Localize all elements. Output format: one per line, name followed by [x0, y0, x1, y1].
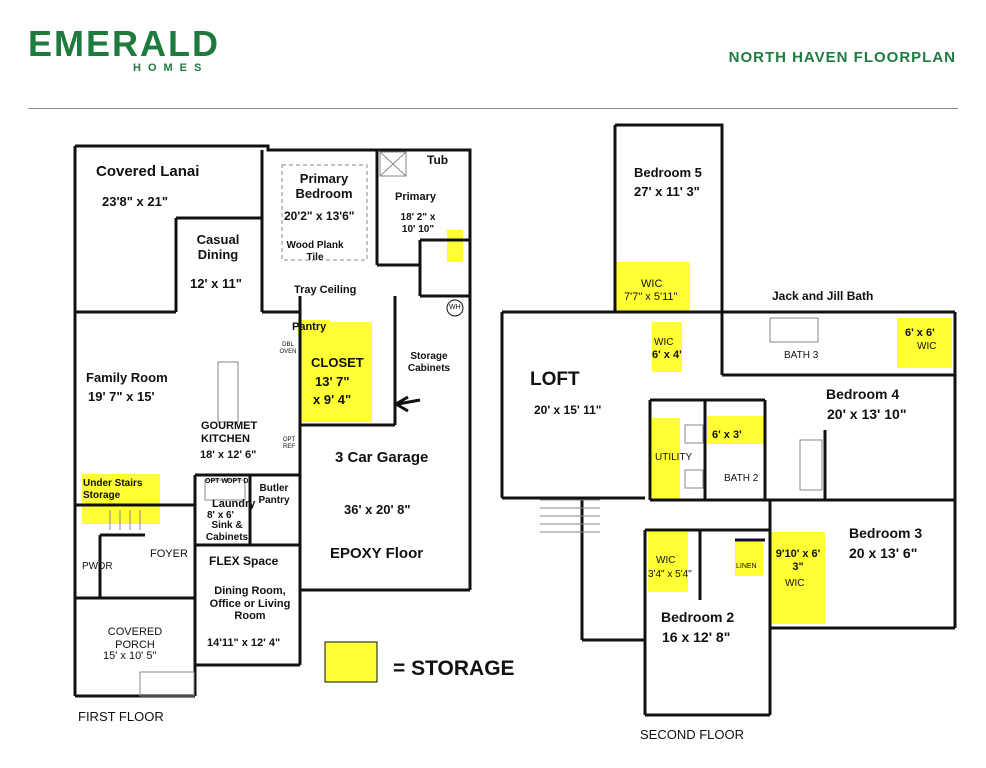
second-floor-caption: SECOND FLOOR	[640, 727, 745, 742]
bedroom3-label: Bedroom 3	[849, 525, 923, 541]
flex-desc: Dining Room, Office or Living Room	[209, 585, 291, 623]
header-divider	[28, 108, 958, 109]
bedroom3-dim: 20 x 13' 6"	[849, 545, 918, 561]
kitchen-label: GOURMET KITCHEN	[201, 420, 258, 445]
first-floor-caption: FIRST FLOOR	[78, 709, 164, 724]
first-floor-walls	[73, 144, 472, 698]
casual-dining-label: Casual Dining	[196, 232, 240, 262]
casual-dining-dim: 12' x 11"	[190, 276, 242, 291]
primary-bath-label: Primary	[395, 191, 436, 203]
primary-bedroom-dim: 20'2" x 13'6"	[284, 209, 355, 223]
epoxy-label: EPOXY Floor	[330, 545, 424, 562]
sink-cabinets-label: Sink & Cabinets	[205, 520, 249, 543]
wic-a-dim: 6' x 6'	[905, 327, 935, 339]
first-floor-details	[109, 151, 407, 697]
legend-swatch	[324, 641, 378, 683]
primary-bath-dim: 18' 2" x 10' 10"	[400, 212, 436, 235]
wic3-label: WIC	[785, 578, 805, 589]
storage-primary-closet	[447, 230, 463, 262]
second-floor-walls	[500, 123, 957, 717]
wic-a-label: WIC	[917, 341, 937, 352]
wic5-label: WIC	[641, 278, 663, 290]
dbl-oven-label: DBL OVEN	[279, 342, 297, 355]
wic-b-label: WIC	[654, 337, 674, 348]
pantry-label: Pantry	[292, 321, 327, 333]
second-floor-details	[540, 317, 823, 533]
storage-linen	[735, 542, 763, 576]
water-heater	[446, 299, 464, 317]
garage-dim: 36' x 20' 8"	[344, 502, 411, 517]
plan-title: NORTH HAVEN FLOORPLAN	[728, 49, 956, 66]
closet-dim-1: 13' 7"	[315, 374, 350, 389]
wic2-label: WIC	[656, 555, 676, 566]
storage-linen-2	[707, 416, 765, 444]
closet-label: CLOSET	[311, 355, 364, 370]
storage-pantry	[298, 320, 330, 336]
storage-wic-b	[652, 322, 682, 372]
garage-label: 3 Car Garage	[335, 449, 429, 466]
bath3-label: BATH 3	[784, 350, 819, 361]
wic5-dim: 7'7" x 5'11"	[624, 291, 678, 303]
wic-b-dim: 6' x 4'	[652, 349, 682, 361]
porch-dim: 15' x 10' 5"	[103, 650, 157, 662]
linen-label: LINEN	[736, 563, 757, 570]
bedroom2-label: Bedroom 2	[661, 609, 735, 625]
opt-d-label: OPT D	[227, 478, 249, 485]
storage-under-stairs	[82, 474, 160, 524]
bedroom2-dim: 16 x 12' 8"	[662, 629, 731, 645]
lanai-dim: 23'8" x 21"	[102, 194, 169, 209]
garage-arrow	[397, 398, 421, 406]
under-stairs-label: Under Stairs Storage	[83, 478, 143, 501]
bedroom5-label: Bedroom 5	[634, 165, 702, 180]
storage-wic2	[648, 532, 688, 592]
storage-wic-a	[897, 318, 952, 368]
pwdr-label: PWDR	[82, 561, 113, 572]
jack-jill-label: Jack and Jill Bath	[772, 289, 874, 303]
opt-ref-label: OPT REF	[282, 437, 296, 450]
wic3-dim: 9'10' x 6' 3"	[775, 548, 821, 573]
bedroom4-label: Bedroom 4	[826, 386, 900, 402]
bedroom4-dim: 20' x 13' 10"	[827, 406, 907, 422]
storage-wic5	[615, 262, 690, 312]
family-room-dim: 19' 7" x 15'	[88, 389, 155, 404]
storage-wic3	[770, 532, 825, 624]
kitchen-dim: 18' x 12' 6"	[200, 449, 257, 461]
tub-label: Tub	[427, 153, 449, 167]
opt-w-label: OPT W	[205, 478, 228, 485]
loft-dim: 20' x 15' 11"	[534, 403, 602, 417]
brand-name: EMERALD	[28, 23, 220, 64]
brand-sub: HOMES	[133, 62, 209, 74]
laundry-dim: 8' x 6'	[207, 510, 234, 521]
porch-label: COVERED PORCH	[107, 626, 163, 651]
wh-label: WH	[449, 304, 461, 311]
storage-closet	[300, 322, 372, 422]
wood-plank-label: Wood Plank Tile	[286, 240, 344, 263]
lanai-label: Covered Lanai	[96, 163, 200, 180]
family-room-label: Family Room	[86, 370, 168, 385]
legend-storage-label: = STORAGE	[393, 657, 515, 680]
storage-utility	[652, 418, 680, 500]
brand-logo: EMERALD HOMES	[28, 23, 220, 75]
storage-highlights	[82, 230, 952, 683]
butler-pantry-label: Butler Pantry	[258, 483, 290, 506]
flex-dim: 14'11" x 12' 4"	[207, 637, 281, 649]
primary-bedroom-label: Primary Bedroom	[295, 171, 353, 201]
closet-dim-2: x 9' 4"	[313, 392, 352, 407]
laundry-label: Laundry	[212, 498, 256, 510]
loft-label: LOFT	[530, 369, 580, 390]
tray-ceiling-label: Tray Ceiling	[294, 284, 357, 296]
linen-2-dim: 6' x 3'	[712, 429, 742, 441]
wic2-dim: 3'4" x 5'4"	[648, 569, 692, 580]
bedroom5-dim: 27' x 11' 3"	[634, 184, 700, 199]
utility-label: UTILITY	[655, 452, 693, 463]
storage-cabinets-label: Storage Cabinets	[407, 351, 451, 374]
flex-label: FLEX Space	[209, 554, 279, 568]
foyer-label: FOYER	[150, 548, 188, 560]
bath2-label: BATH 2	[724, 473, 759, 484]
